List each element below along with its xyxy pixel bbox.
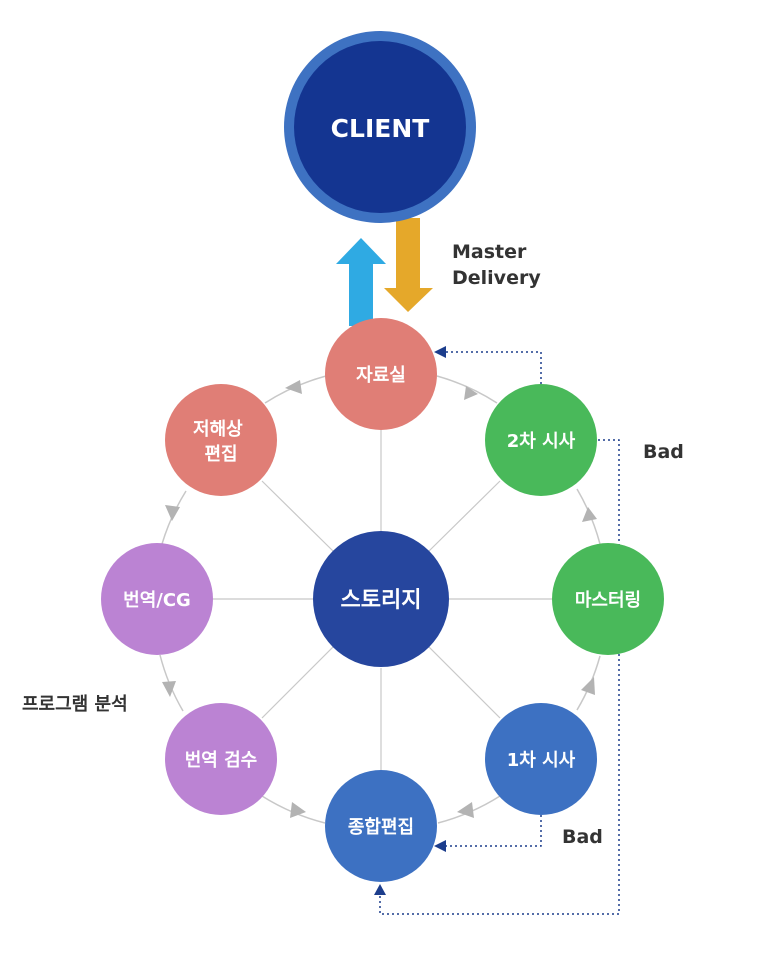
delivery-line2: Delivery bbox=[452, 267, 541, 289]
bad-label-top: Bad bbox=[643, 441, 684, 463]
client-node: CLIENT bbox=[284, 31, 476, 223]
arrow-up-icon bbox=[336, 238, 386, 326]
translation-review-node: 번역 검수 bbox=[165, 703, 277, 815]
storage-label: 스토리지 bbox=[341, 588, 422, 613]
translation-cg-label: 번역/CG bbox=[123, 590, 191, 611]
chevron-icon bbox=[290, 802, 306, 818]
archive-label: 자료실 bbox=[356, 365, 406, 386]
arrowhead-icon bbox=[374, 884, 386, 895]
translation-review-label: 번역 검수 bbox=[185, 750, 258, 771]
chevron-icon bbox=[464, 386, 478, 400]
chevron-icon bbox=[582, 507, 597, 522]
storage-node: 스토리지 bbox=[313, 531, 449, 667]
bad-label-bottom: Bad bbox=[562, 826, 603, 848]
lowres-edit-line1: 저해상 bbox=[193, 419, 243, 440]
final-edit-node: 종합편집 bbox=[325, 770, 437, 882]
mastering-label: 마스터링 bbox=[575, 590, 641, 611]
translation-cg-node: 번역/CG bbox=[101, 543, 213, 655]
chevron-icon bbox=[457, 802, 474, 818]
lowres-edit-line2: 편집 bbox=[204, 444, 237, 465]
delivery-label: Master Delivery bbox=[452, 241, 541, 289]
arrowhead-icon bbox=[434, 346, 446, 358]
program-analysis-label: 프로그램 분석 bbox=[22, 694, 128, 715]
delivery-line1: Master bbox=[452, 241, 527, 263]
chevron-icon bbox=[581, 677, 595, 695]
arrow-down-icon bbox=[384, 218, 433, 312]
lowres-edit-node: 저해상 편집 bbox=[165, 384, 277, 496]
archive-node: 자료실 bbox=[325, 318, 437, 430]
final-edit-label: 종합편집 bbox=[348, 816, 414, 838]
screening-1-node: 1차 시사 bbox=[485, 703, 597, 815]
chevron-icon bbox=[162, 681, 176, 697]
arrowhead-icon bbox=[434, 840, 446, 852]
screening-2-label: 2차 시사 bbox=[507, 431, 576, 452]
ring-chevrons bbox=[162, 380, 597, 818]
mastering-node: 마스터링 bbox=[552, 543, 664, 655]
screening-2-node: 2차 시사 bbox=[485, 384, 597, 496]
lowres-edit-label: 저해상 편집 bbox=[193, 419, 249, 465]
chevron-icon bbox=[165, 505, 180, 521]
screening-1-label: 1차 시사 bbox=[507, 750, 576, 771]
chevron-icon bbox=[285, 380, 302, 394]
feedback-arrowheads bbox=[374, 346, 446, 895]
client-label: CLIENT bbox=[331, 114, 430, 143]
spokes bbox=[212, 430, 553, 770]
feedback-lines bbox=[379, 351, 620, 915]
